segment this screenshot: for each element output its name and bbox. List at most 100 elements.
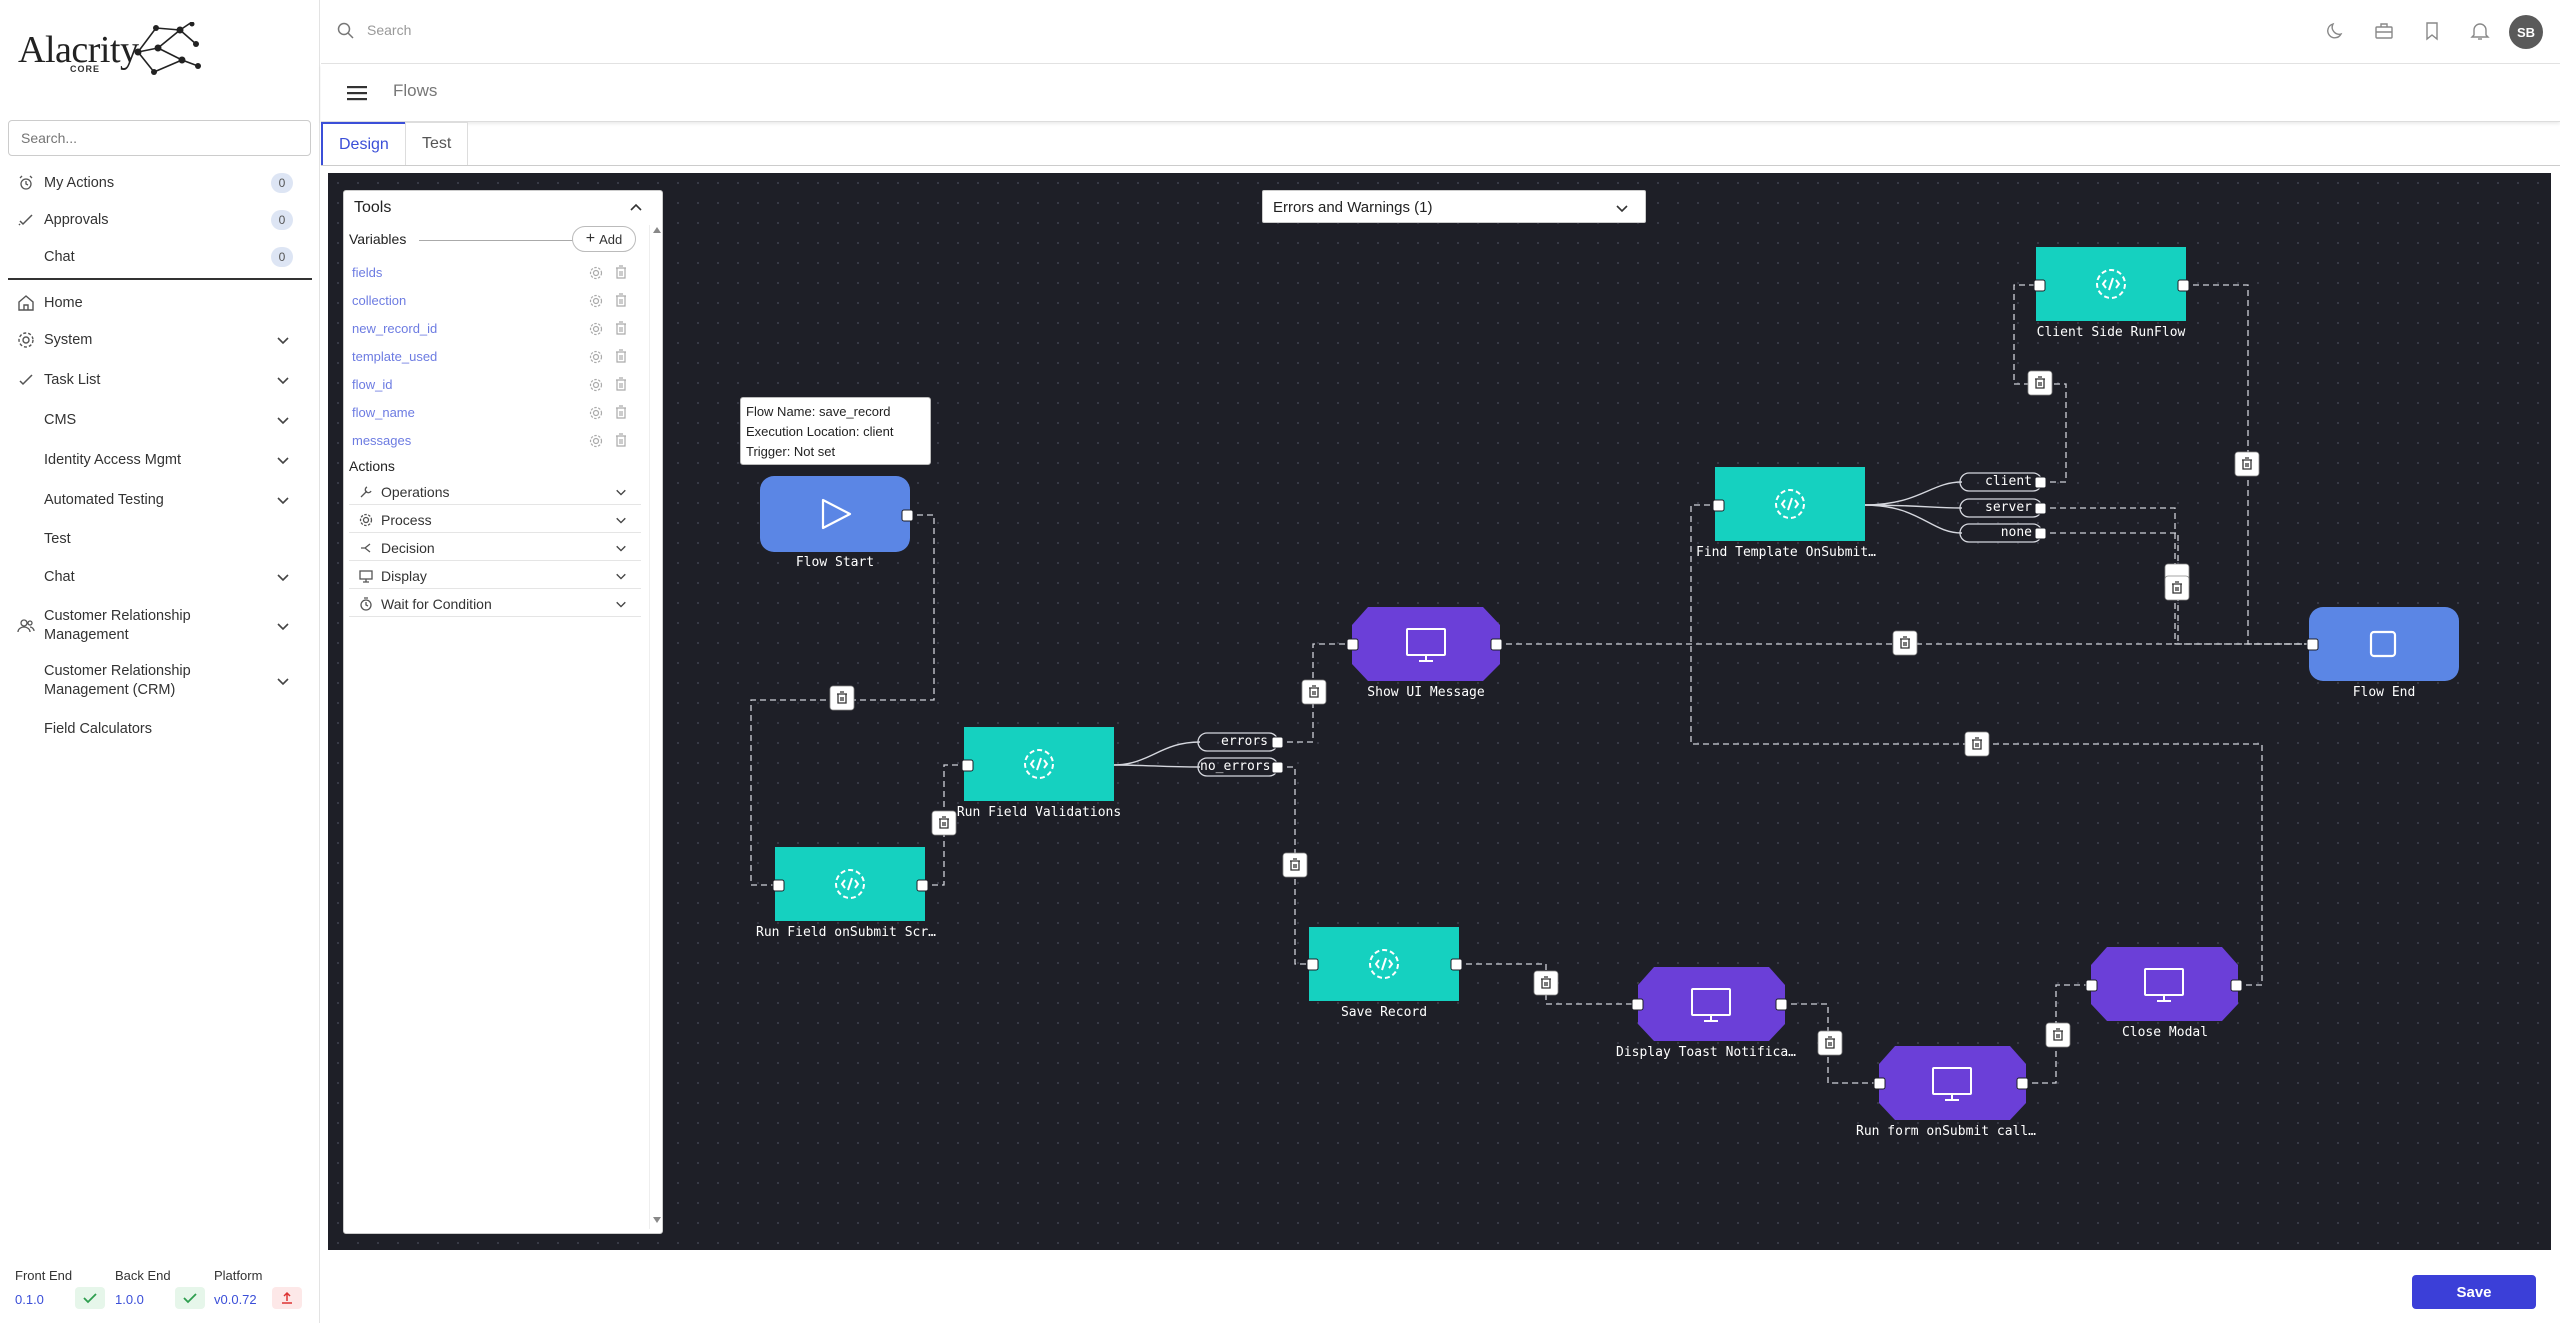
variable-row[interactable]: new_record_id xyxy=(344,317,644,341)
sidebar-item-cms[interactable]: CMS xyxy=(0,405,320,435)
sidebar-item-my-actions[interactable]: My Actions 0 xyxy=(0,168,320,198)
sidebar-item-home[interactable]: Home xyxy=(0,288,320,318)
search-icon xyxy=(337,22,354,44)
chevron-down-icon xyxy=(616,545,626,552)
actions-heading: Actions xyxy=(349,458,395,474)
sidebar-item-automated-testing[interactable]: Automated Testing xyxy=(0,485,320,515)
gear-icon[interactable] xyxy=(589,266,603,280)
moon-icon[interactable] xyxy=(2323,18,2349,44)
sidebar-item-system[interactable]: System xyxy=(0,325,320,355)
check-icon xyxy=(16,210,36,230)
sidebar-item-identity-access-mgmt[interactable]: Identity Access Mgmt xyxy=(0,445,320,475)
errors-warnings-dropdown[interactable]: Errors and Warnings (1) xyxy=(1262,190,1646,223)
tab-test[interactable]: Test xyxy=(405,122,469,165)
sidebar-item-field-calculators[interactable]: Field Calculators xyxy=(0,714,320,744)
sidebar-item-label: Chat xyxy=(44,248,75,265)
sidebar-item-task-list[interactable]: Task List xyxy=(0,365,320,395)
users-icon xyxy=(16,616,36,636)
top-bar: Search SB xyxy=(321,0,2560,64)
save-button[interactable]: Save xyxy=(2412,1275,2536,1309)
count-badge: 0 xyxy=(271,173,293,193)
action-process[interactable]: Process xyxy=(349,507,641,533)
node-label-flow-end: Flow End xyxy=(2352,685,2416,700)
gear-icon[interactable] xyxy=(589,434,603,448)
sidebar-item-label: Task List xyxy=(44,371,101,388)
gear-icon[interactable] xyxy=(589,294,603,308)
variable-row[interactable]: flow_name xyxy=(344,401,644,425)
breadcrumb-bar: Flows xyxy=(321,64,2560,122)
chevron-down-icon xyxy=(277,678,289,686)
global-search-input[interactable]: Search xyxy=(367,22,412,38)
trash-icon[interactable] xyxy=(614,349,628,364)
variable-name: new_record_id xyxy=(352,321,438,336)
timer-icon xyxy=(360,597,372,611)
network-icon xyxy=(134,22,201,75)
gear-icon[interactable] xyxy=(589,406,603,420)
sidebar-item-crm-2[interactable]: Customer Relationship Management (CRM) xyxy=(0,661,320,701)
chevron-down-icon xyxy=(277,574,289,582)
trash-icon[interactable] xyxy=(614,433,628,448)
sidebar-search-input[interactable] xyxy=(8,120,311,156)
variable-row[interactable]: template_used xyxy=(344,345,644,369)
variable-row[interactable]: fields xyxy=(344,261,644,285)
version-value: 1.0.0 xyxy=(115,1292,144,1307)
action-wait-for-condition[interactable]: Wait for Condition xyxy=(349,591,641,617)
version-title: Platform xyxy=(214,1268,263,1283)
variable-name: flow_name xyxy=(352,405,415,420)
tooltip-execution-location: Execution Location: client xyxy=(746,424,894,439)
action-decision[interactable]: Decision xyxy=(349,535,641,561)
sidebar-item-label: Test xyxy=(44,530,71,547)
alarm-icon xyxy=(16,173,36,193)
variable-row[interactable]: flow_id xyxy=(344,373,644,397)
gear-icon[interactable] xyxy=(589,322,603,336)
trash-icon[interactable] xyxy=(614,377,628,392)
chevron-up-icon[interactable] xyxy=(629,201,643,215)
tools-scrollbar[interactable] xyxy=(649,225,663,1229)
trash-icon[interactable] xyxy=(614,405,628,420)
tab-design[interactable]: Design xyxy=(321,122,407,165)
hamburger-menu-icon[interactable] xyxy=(347,85,367,106)
chevron-down-icon xyxy=(616,573,626,580)
port-label-server: server xyxy=(1985,500,2032,515)
sidebar: Alacrity CORE My Actions 0 Approvals 0 C… xyxy=(0,0,320,1323)
chevron-down-icon xyxy=(616,601,626,608)
bell-icon[interactable] xyxy=(2467,18,2493,44)
gear-icon[interactable] xyxy=(589,350,603,364)
port-label-no-errors: no_errors xyxy=(1200,759,1271,774)
trash-icon[interactable] xyxy=(614,293,628,308)
upload-icon[interactable] xyxy=(272,1287,302,1309)
sidebar-item-label: Chat xyxy=(44,568,75,585)
sidebar-item-test[interactable]: Test xyxy=(0,524,320,554)
sidebar-item-label: My Actions xyxy=(44,174,115,191)
gear-icon[interactable] xyxy=(589,378,603,392)
variables-divider xyxy=(419,240,615,241)
version-title: Front End xyxy=(15,1268,73,1283)
node-label-client-side-runflow: Client Side RunFlow xyxy=(2036,325,2186,340)
action-display[interactable]: Display xyxy=(349,563,641,589)
sidebar-item-crm[interactable]: Customer Relationship Management xyxy=(0,606,320,646)
add-variable-button[interactable]: + Add xyxy=(572,226,636,252)
sidebar-item-chat[interactable]: Chat 0 xyxy=(0,242,320,272)
bookmark-icon[interactable] xyxy=(2419,18,2445,44)
variable-row[interactable]: messages xyxy=(344,429,644,453)
footer-bar xyxy=(321,1255,2560,1323)
sidebar-item-chat-2[interactable]: Chat xyxy=(0,562,320,592)
sidebar-item-approvals[interactable]: Approvals 0 xyxy=(0,205,320,235)
check-icon xyxy=(175,1287,205,1309)
logo-sub: CORE xyxy=(70,64,101,74)
action-operations[interactable]: Operations xyxy=(349,479,641,505)
trash-icon[interactable] xyxy=(614,321,628,336)
sidebar-item-label: Identity Access Mgmt xyxy=(44,451,181,468)
action-label: Display xyxy=(381,568,427,584)
trash-icon[interactable] xyxy=(614,265,628,280)
variable-row[interactable]: collection xyxy=(344,289,644,313)
sidebar-item-label: CMS xyxy=(44,411,77,428)
chevron-down-icon xyxy=(1616,205,1628,213)
version-value: 0.1.0 xyxy=(15,1292,44,1307)
chevron-down-icon xyxy=(277,623,289,631)
briefcase-icon[interactable] xyxy=(2371,18,2397,44)
gear-icon xyxy=(359,513,373,527)
logo[interactable]: Alacrity CORE xyxy=(18,22,208,80)
port-label-none: none xyxy=(2000,525,2032,540)
avatar[interactable]: SB xyxy=(2509,15,2543,49)
